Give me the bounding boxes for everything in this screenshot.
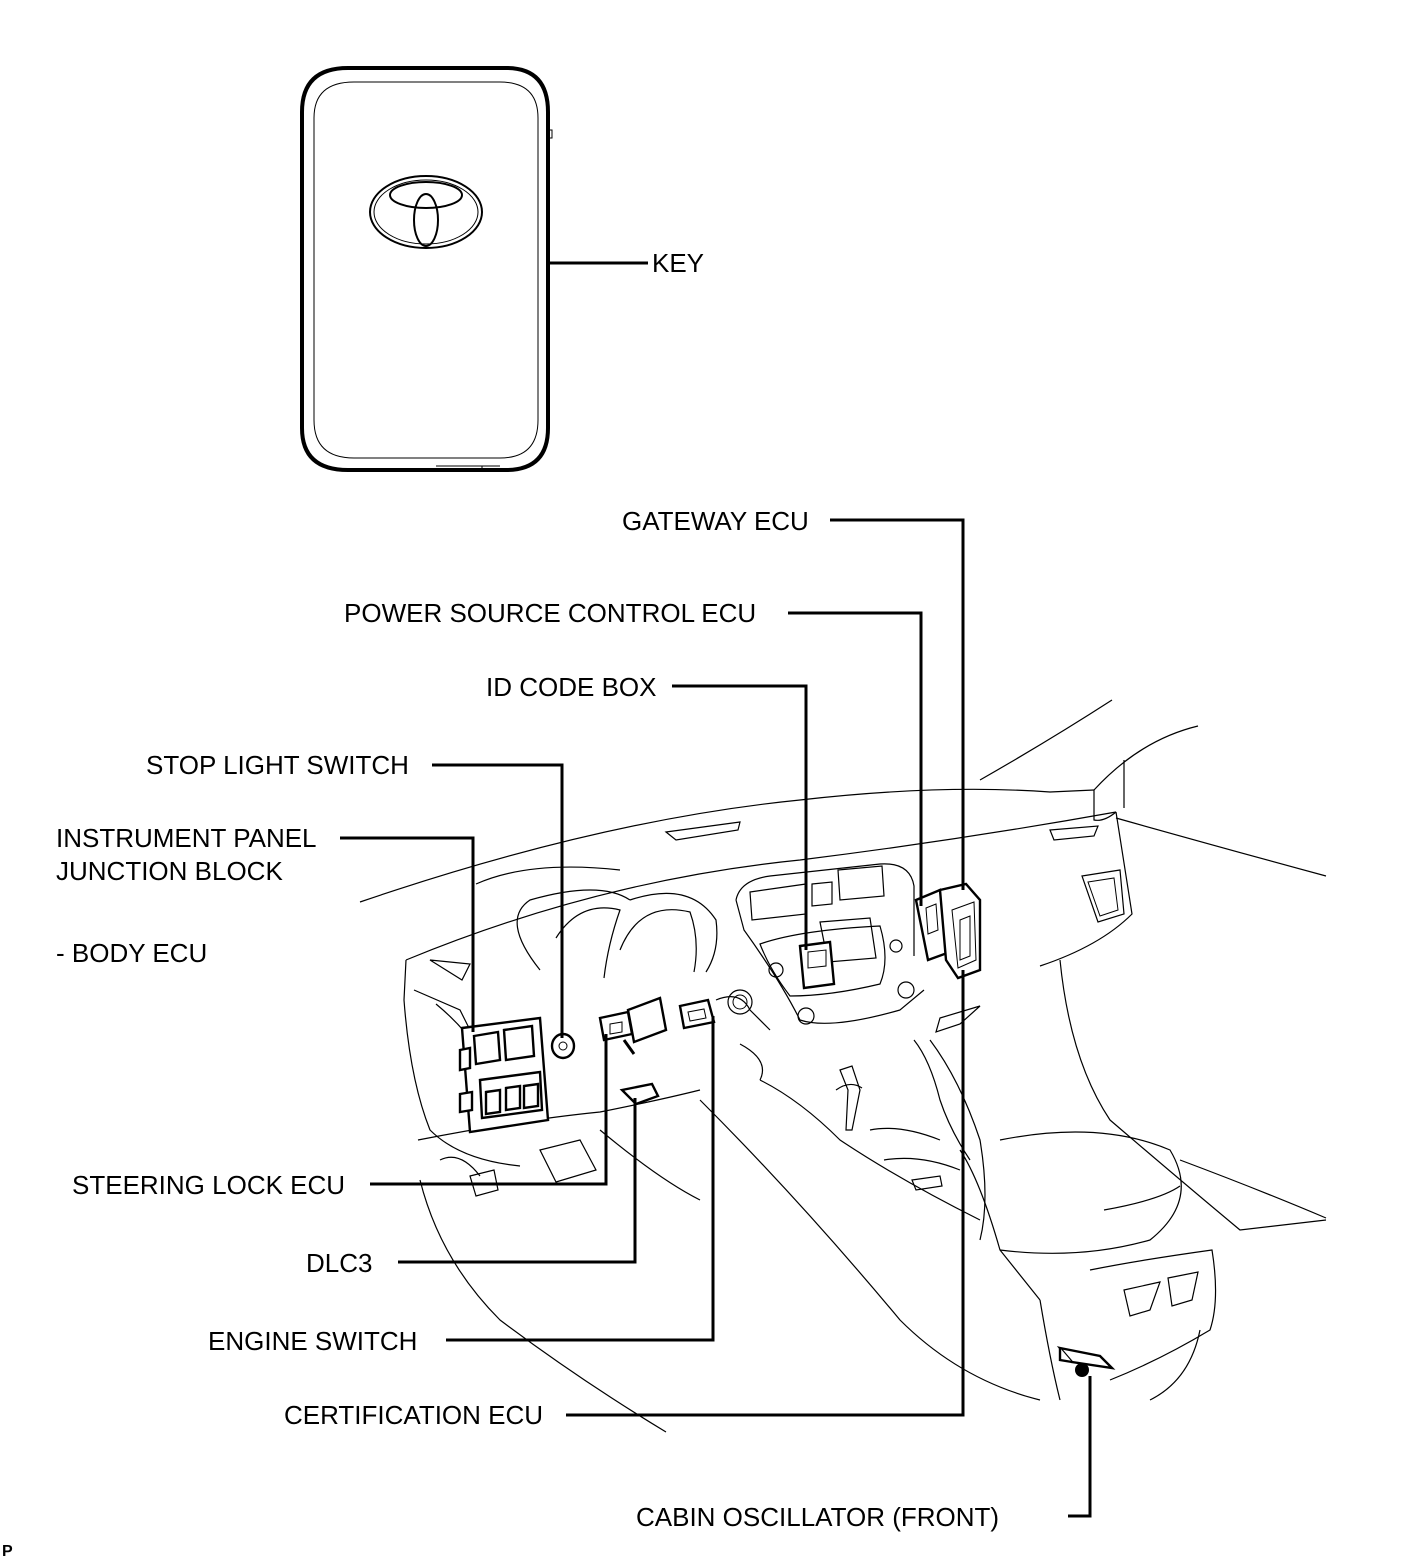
cabin-oscillator-icon xyxy=(1056,1346,1116,1377)
id-code-box-label: ID CODE BOX xyxy=(486,672,656,702)
instrument-panel-label-line1: INSTRUMENT PANEL xyxy=(56,823,317,853)
dlc3-label: DLC3 xyxy=(306,1248,372,1278)
key-label: KEY xyxy=(652,248,704,278)
instrument-panel-junction-block-icon xyxy=(458,1016,550,1134)
gateway-ecu-leader xyxy=(830,518,965,890)
cabin-oscillator-leader xyxy=(1068,1376,1092,1518)
key-fob-icon xyxy=(300,66,553,472)
power-source-control-ecu-leader xyxy=(788,611,923,906)
stop-light-switch-label: STOP LIGHT SWITCH xyxy=(146,750,409,780)
dashboard-outline xyxy=(359,699,1327,1433)
corner-mark: P xyxy=(2,1543,13,1560)
stop-light-switch-leader xyxy=(432,763,564,1038)
power-source-control-ecu-label: POWER SOURCE CONTROL ECU xyxy=(344,598,756,628)
certification-ecu-label: CERTIFICATION ECU xyxy=(284,1400,543,1430)
dlc3-icon xyxy=(619,1082,660,1106)
engine-switch-label: ENGINE SWITCH xyxy=(208,1326,417,1356)
dlc3-leader xyxy=(398,1098,637,1264)
gateway-ecu-icon xyxy=(938,882,982,980)
engine-switch-icon xyxy=(678,989,753,1030)
steering-lock-ecu-icon xyxy=(598,996,668,1055)
steering-lock-ecu-leader xyxy=(370,1034,608,1186)
gateway-ecu-label: GATEWAY ECU xyxy=(622,506,809,536)
id-code-box-leader xyxy=(672,684,808,950)
engine-switch-leader xyxy=(446,1016,715,1342)
instrument-panel-leader xyxy=(340,836,475,1032)
body-ecu-label: - BODY ECU xyxy=(56,938,207,968)
instrument-panel-label-line2: JUNCTION BLOCK xyxy=(56,856,283,886)
steering-lock-ecu-label: STEERING LOCK ECU xyxy=(72,1170,345,1200)
cabin-oscillator-label: CABIN OSCILLATOR (FRONT) xyxy=(636,1502,999,1532)
id-code-box-icon xyxy=(798,940,836,990)
toyota-logo-icon xyxy=(369,175,483,249)
certification-ecu-leader xyxy=(566,970,965,1417)
